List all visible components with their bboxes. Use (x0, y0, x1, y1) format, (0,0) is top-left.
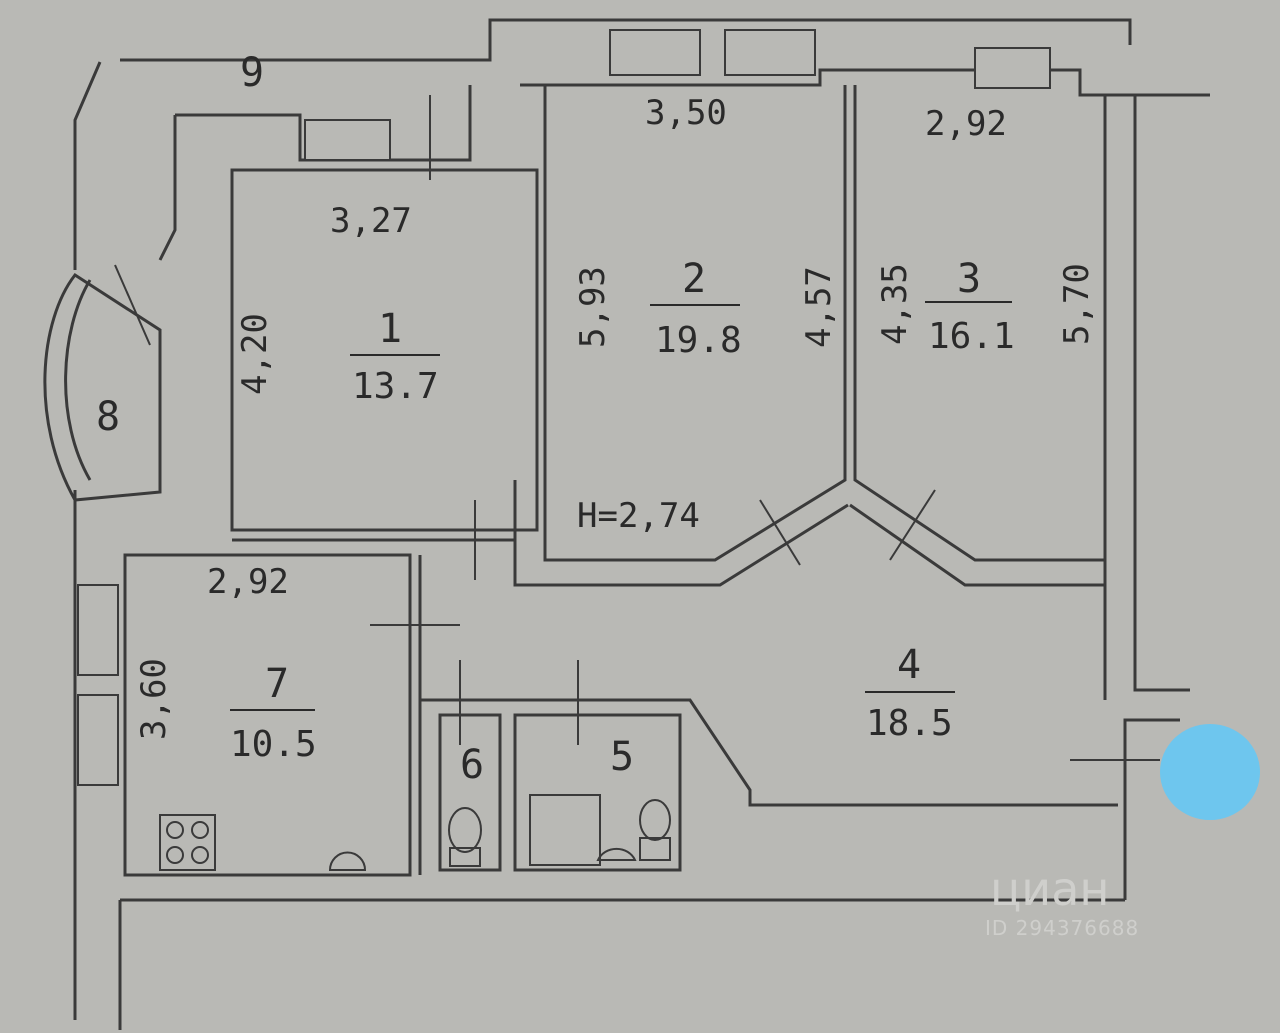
room-4: 4 18.5 (865, 642, 955, 744)
room-2: 3,50 5,93 4,57 2 19.8 H=2,74 (573, 93, 839, 536)
room-4-area: 18.5 (866, 703, 953, 744)
room-5-number: 5 (610, 734, 634, 780)
room-6: 6 (460, 742, 484, 788)
room-1-width: 3,27 (330, 201, 412, 241)
room-7: 2,92 3,60 7 10.5 (134, 562, 317, 765)
toilet-icon (448, 807, 482, 853)
room-3-area: 16.1 (928, 316, 1015, 357)
toilet-icon-2 (639, 799, 671, 841)
room-2-length-right: 4,57 (799, 266, 839, 348)
room-2-length-left: 5,93 (573, 266, 613, 348)
marker-blob (1160, 724, 1260, 820)
sink-icon (328, 851, 367, 871)
room-3: 2,92 4,35 5,70 3 16.1 (875, 104, 1097, 357)
room-7-area: 10.5 (230, 724, 317, 765)
windows (77, 29, 1051, 786)
room-1-number: 1 (378, 306, 402, 352)
room-2-number: 2 (682, 256, 706, 302)
walls (43, 18, 1210, 1030)
room-9-number: 9 (240, 50, 264, 96)
bathtub-icon (529, 794, 601, 866)
room-7-number: 7 (265, 661, 289, 707)
room-2-width: 3,50 (645, 93, 727, 133)
room-8-number: 8 (96, 394, 120, 440)
room-9: 9 (240, 50, 264, 96)
room-3-length-right: 5,70 (1057, 263, 1097, 345)
fixtures (159, 794, 671, 871)
watermark: циан ID 294376688 (985, 862, 1139, 940)
room-7-length: 3,60 (134, 658, 174, 740)
room-1: 3,27 4,20 1 13.7 (235, 201, 440, 407)
room-1-length: 4,20 (235, 313, 275, 395)
room-6-number: 6 (460, 742, 484, 788)
room-8: 8 (96, 394, 120, 440)
room-7-width: 2,92 (207, 562, 289, 602)
room-1-area: 13.7 (352, 366, 439, 407)
watermark-id: ID 294376688 (985, 916, 1139, 940)
room-4-number: 4 (897, 642, 921, 688)
ceiling-height: H=2,74 (577, 496, 700, 536)
room-2-area: 19.8 (655, 320, 742, 361)
room-3-number: 3 (957, 256, 981, 302)
room-3-width: 2,92 (925, 104, 1007, 144)
room-5: 5 (610, 734, 634, 780)
room-3-length-left: 4,35 (875, 263, 915, 345)
door-marks (114, 95, 1160, 761)
watermark-brand: циан (990, 862, 1109, 916)
stove-icon (159, 814, 216, 871)
